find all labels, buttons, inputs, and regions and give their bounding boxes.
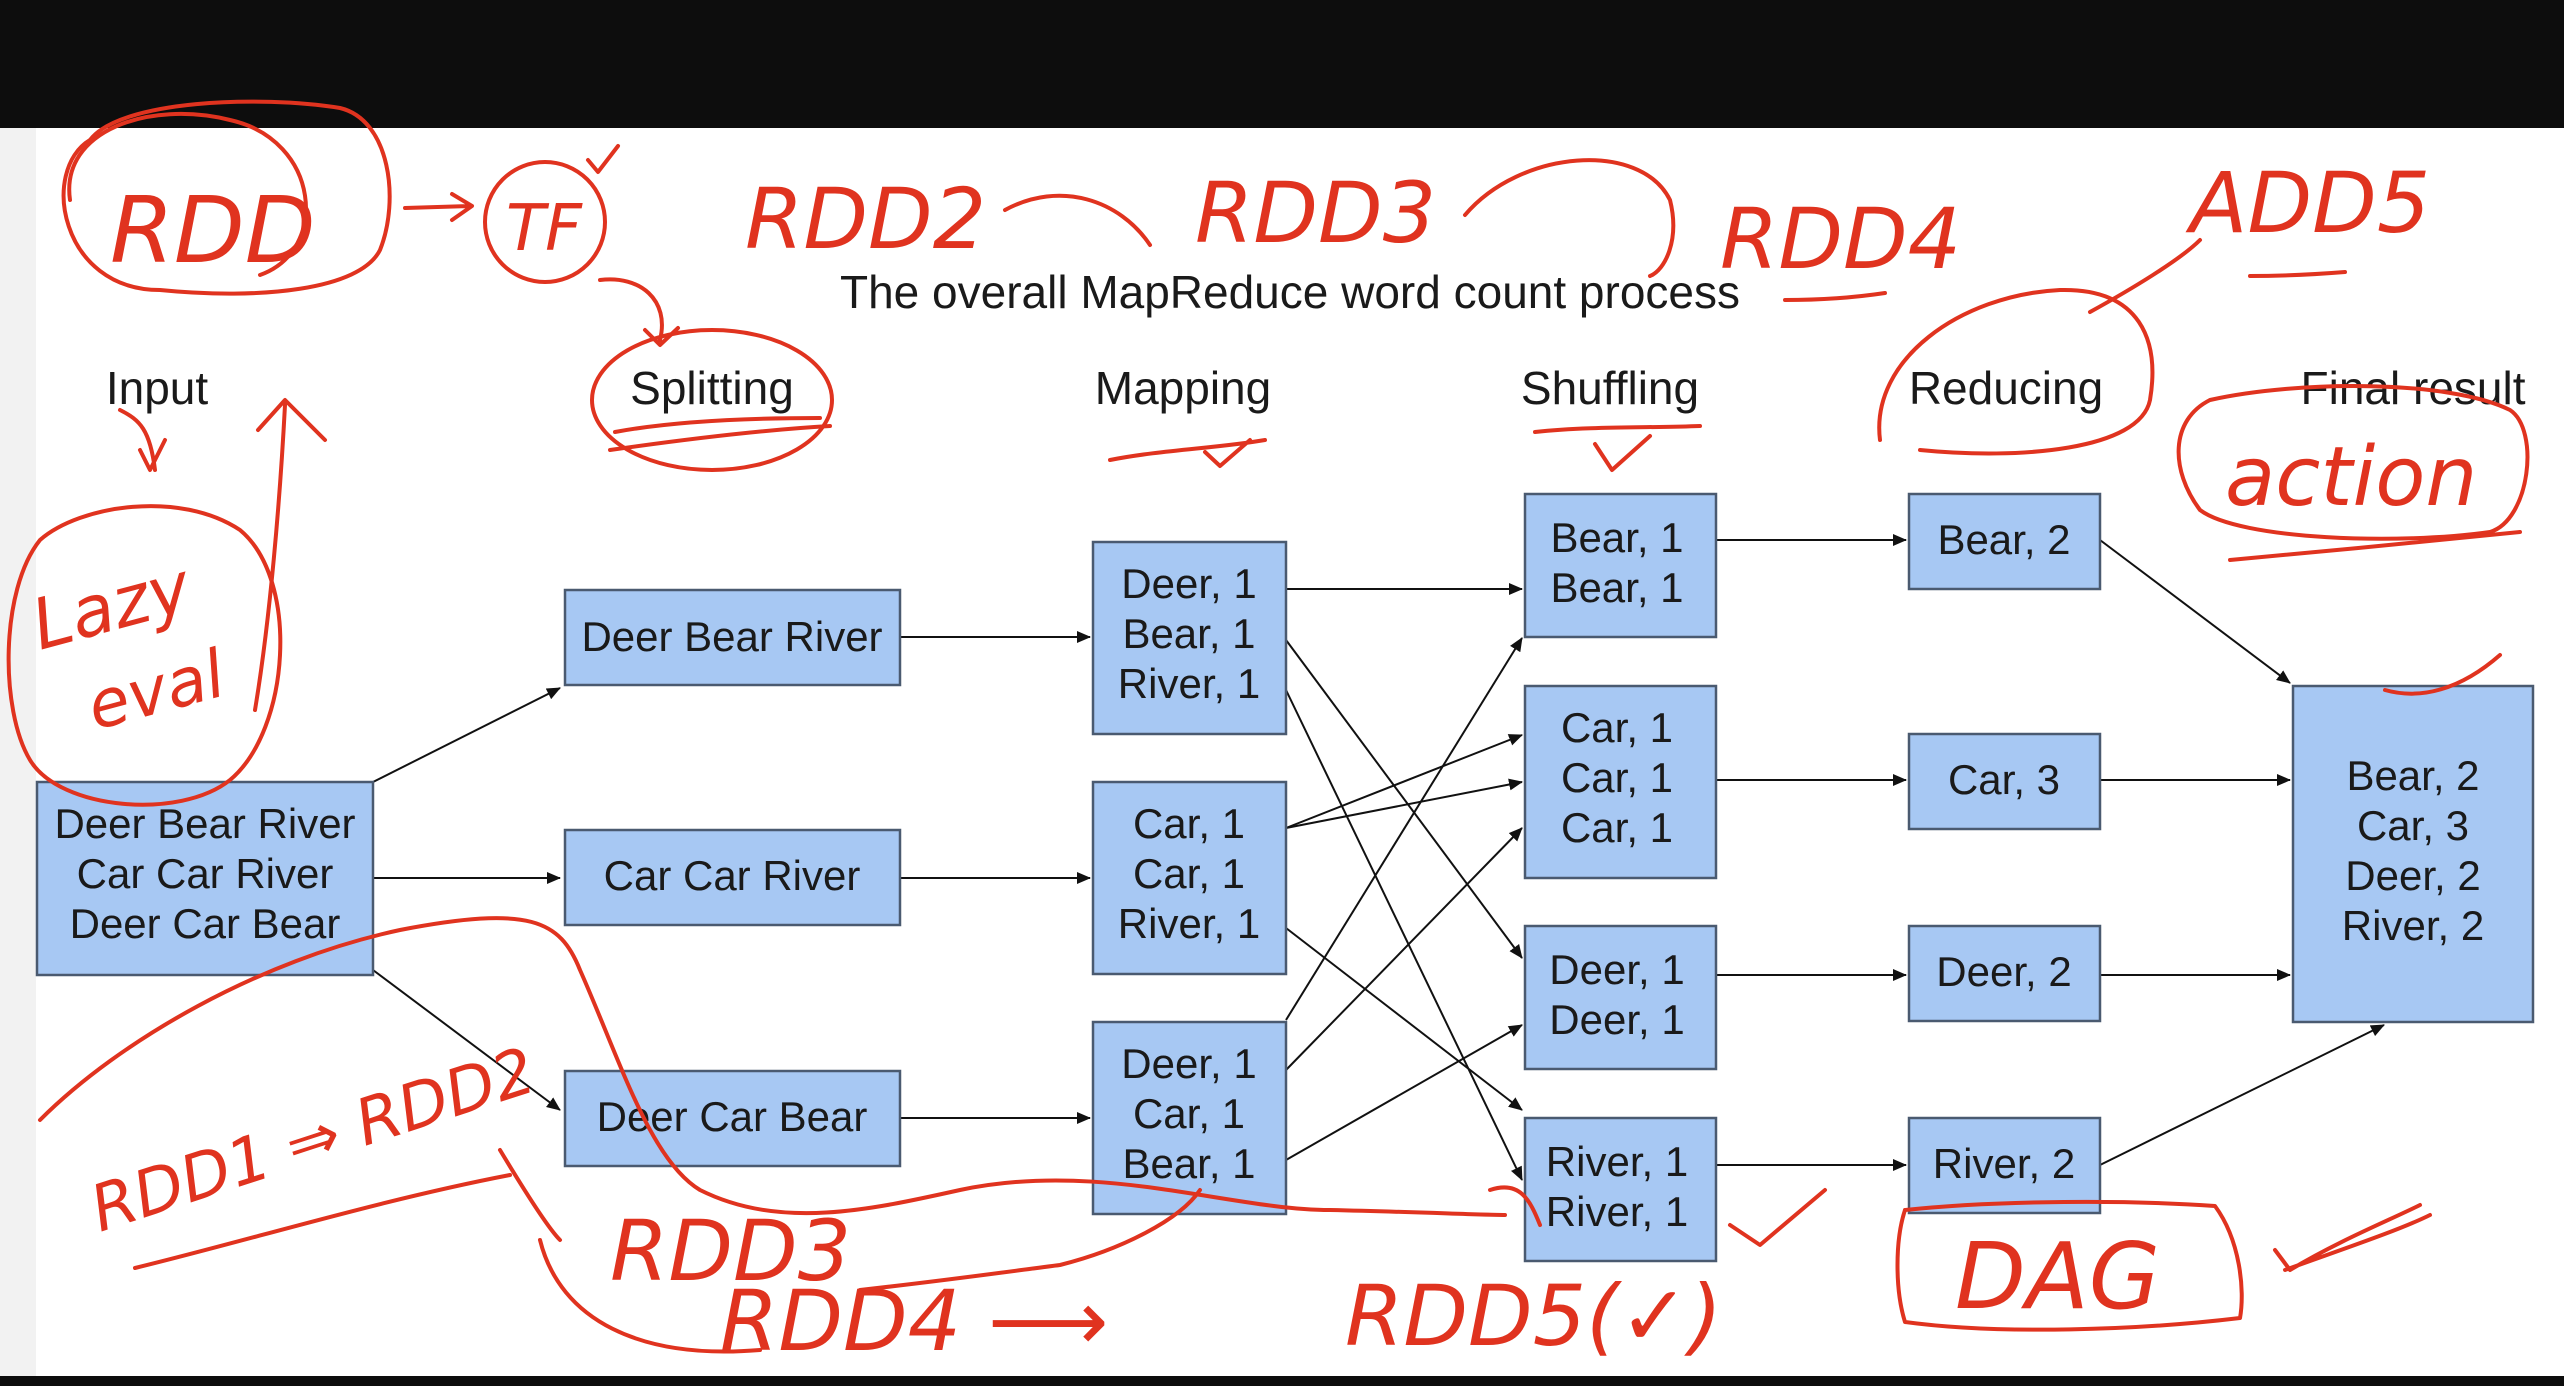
reducing-circle <box>1877 287 2155 456</box>
annot-rdd3: RDD3 <box>1195 164 1436 262</box>
annot-rdd4: RDD4 <box>1720 190 1961 288</box>
input-line: Deer Car Bear <box>70 900 341 947</box>
mapping-boxes: Deer, 1 Bear, 1 River, 1 Car, 1 Car, 1 R… <box>1091 540 1288 1216</box>
shuffle-pair: River, 1 <box>1546 1138 1688 1185</box>
reduce-result: Bear, 2 <box>1937 516 2070 563</box>
map-pair: Car, 1 <box>1133 850 1245 897</box>
shuffle-pair: Car, 1 <box>1561 804 1673 851</box>
map-pair: Bear, 1 <box>1122 1140 1255 1187</box>
splitting-boxes: Deer Bear River Car Car River Deer Car B… <box>563 588 902 1168</box>
final-item: River, 2 <box>2342 902 2484 949</box>
annot-rdd5-bottom: RDD5(✓) <box>1345 1267 1722 1365</box>
shuffle-pair: Bear, 1 <box>1550 564 1683 611</box>
lazy-eval-circle <box>6 504 283 807</box>
stage-shuffling: Shuffling <box>1521 362 1699 414</box>
rdd1-circle <box>61 99 392 296</box>
map-pair: Bear, 1 <box>1122 610 1255 657</box>
annot-rdd2: RDD2 <box>745 170 986 268</box>
annot-rdd1-to-rdd2: RDD1 ⇒ RDD2 <box>82 1034 544 1247</box>
stage-mapping: Mapping <box>1095 362 1271 414</box>
reduce-result: Car, 3 <box>1948 756 2060 803</box>
shuffling-boxes: Bear, 1 Bear, 1 Car, 1 Car, 1 Car, 1 Dee… <box>1523 492 1718 1263</box>
map-pair: Car, 1 <box>1133 1090 1245 1137</box>
reduce-result: River, 2 <box>1933 1140 2075 1187</box>
dag-box <box>1895 1199 2244 1332</box>
action-circle <box>2176 384 2530 541</box>
left-margin-shade <box>0 128 36 1376</box>
shuffle-pair: Deer, 1 <box>1549 996 1684 1043</box>
annot-rdd4-bottom: RDD4 ⟶ <box>720 1272 1108 1370</box>
edges <box>372 534 2385 1181</box>
reduce-result: Deer, 2 <box>1936 948 2071 995</box>
input-line: Deer Bear River <box>54 800 355 847</box>
top-black-bar <box>0 0 2564 128</box>
split-item: Deer Bear River <box>581 613 882 660</box>
annot-add5: ADD5 <box>2185 154 2430 252</box>
input-line: Car Car River <box>77 850 334 897</box>
shuffle-pair: Car, 1 <box>1561 704 1673 751</box>
final-result-box: Bear, 2 Car, 3 Deer, 2 River, 2 <box>2291 684 2535 1024</box>
annot-rdd3-bottom: RDD3 <box>610 1202 851 1300</box>
final-item: Bear, 2 <box>2346 752 2479 799</box>
stage-headers: Input Splitting Mapping Shuffling Reduci… <box>106 362 2526 414</box>
input-box: Deer Bear River Car Car River Deer Car B… <box>35 780 375 977</box>
map-pair: River, 1 <box>1118 900 1260 947</box>
split-item: Car Car River <box>604 852 861 899</box>
annot-rdd: RDD <box>110 177 316 284</box>
annot-action: action <box>2225 430 2477 525</box>
final-item: Car, 3 <box>2357 802 2469 849</box>
annot-dag: DAG <box>1955 1223 2160 1330</box>
annot-tf: TF <box>506 192 583 266</box>
stage-splitting: Splitting <box>630 362 794 414</box>
stage-reducing: Reducing <box>1909 362 2103 414</box>
shuffle-pair: River, 1 <box>1546 1188 1688 1235</box>
map-pair: Car, 1 <box>1133 800 1245 847</box>
map-pair: Deer, 1 <box>1121 560 1256 607</box>
annot-eval: eval <box>79 635 233 745</box>
map-pair: Deer, 1 <box>1121 1040 1256 1087</box>
stage-input: Input <box>106 362 209 414</box>
shuffle-pair: Bear, 1 <box>1550 514 1683 561</box>
bottom-black-bar <box>0 1376 2564 1386</box>
shuffle-pair: Deer, 1 <box>1549 946 1684 993</box>
diagram-title: The overall MapReduce word count process <box>840 266 1740 318</box>
reducing-boxes: Bear, 2 Car, 3 Deer, 2 River, 2 <box>1907 492 2102 1215</box>
map-pair: River, 1 <box>1118 660 1260 707</box>
shuffle-pair: Car, 1 <box>1561 754 1673 801</box>
final-item: Deer, 2 <box>2345 852 2480 899</box>
